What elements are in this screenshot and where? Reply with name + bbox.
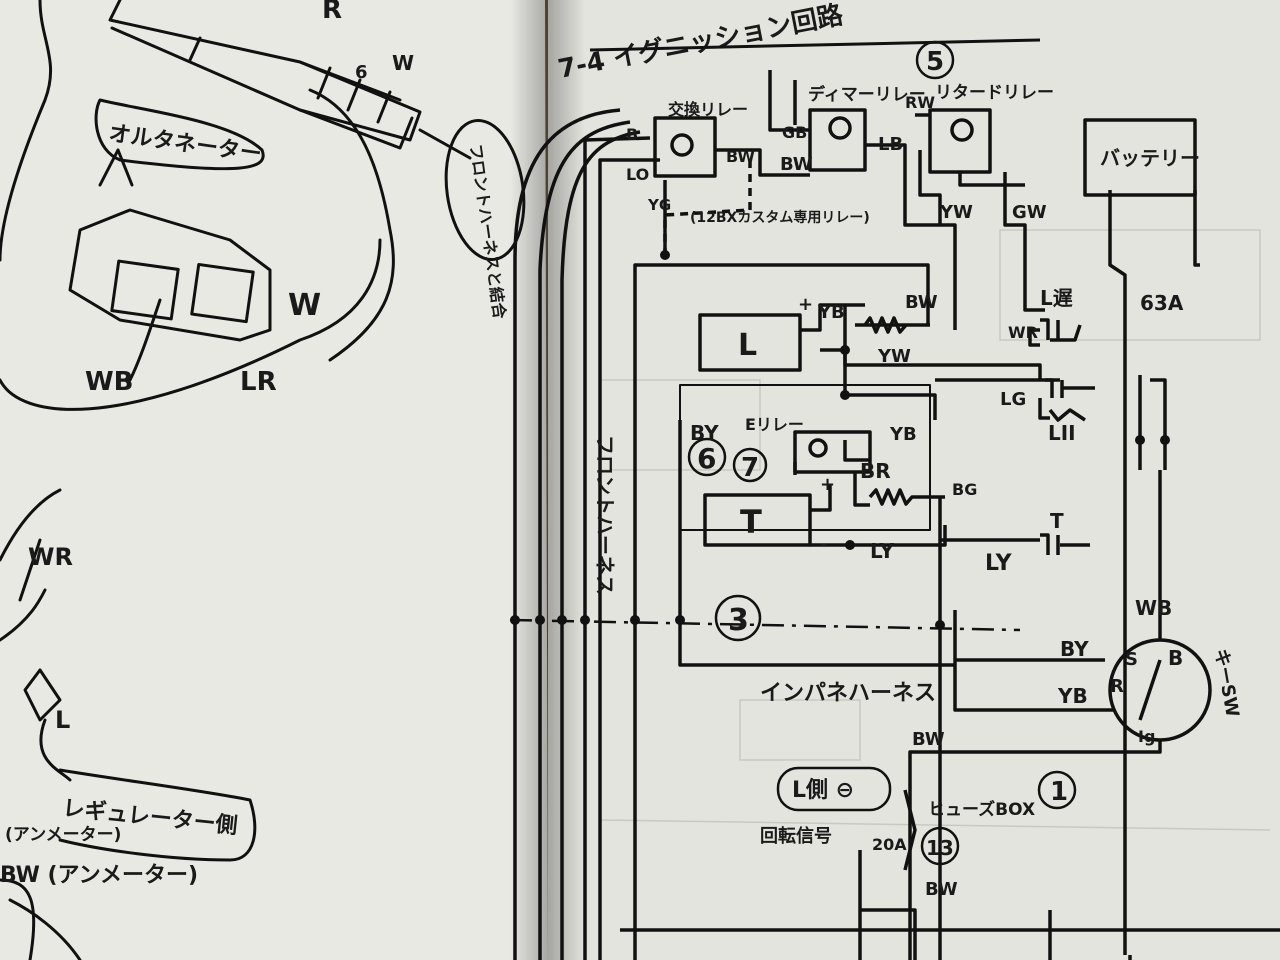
label-w-top: W xyxy=(392,51,414,75)
note-12bx: (12BXカスタム専用リレー) xyxy=(690,209,870,226)
inpanel-harness-label: インパネハーネス xyxy=(760,681,936,706)
retard-relay-label: リタードリレー xyxy=(935,83,1054,103)
e-relay-label: Eリレー xyxy=(745,415,804,434)
wire-wb: WB xyxy=(1135,596,1172,620)
label-wb-connector: WB xyxy=(85,367,134,397)
circle-three: 3 xyxy=(728,603,749,638)
wire-lg: LG xyxy=(1000,389,1026,410)
label-l: L xyxy=(55,706,70,734)
label-bw-ammeter: BW (アンメーター) xyxy=(0,863,198,888)
harness-dashdot-line xyxy=(509,618,1021,632)
gutter-shadow xyxy=(510,0,585,960)
key-terminal-ig: Ig xyxy=(1138,727,1155,746)
wire-bw4: BW xyxy=(912,729,945,750)
key-terminal-r: R xyxy=(1110,676,1124,697)
label-lr-connector: LR xyxy=(240,367,277,397)
lamp-l-label: L xyxy=(738,328,757,363)
circle-six: 6 xyxy=(697,442,716,475)
wire-br: BR xyxy=(860,459,891,483)
left-page xyxy=(0,0,548,960)
label-r-top: R xyxy=(322,0,342,25)
wire-wr: WR xyxy=(1008,323,1038,342)
label-wr: WR xyxy=(28,543,73,571)
wire-yg: YG xyxy=(647,196,671,214)
wire-bw3: BW xyxy=(905,292,938,313)
wire-ly1: LY xyxy=(870,539,895,563)
front-harness-label: フロントハーネス xyxy=(593,435,617,595)
wire-bw-relay: BW xyxy=(726,147,755,166)
lamp-t-minus: - xyxy=(820,534,827,555)
label-six: 6 xyxy=(355,62,368,83)
wire-codes: B LO YG BW BW GB LB RW YW GW YB BW YW WR… xyxy=(626,93,1183,900)
wire-bg: BG xyxy=(952,480,977,499)
label-ammeter-1: (アンメーター) xyxy=(5,825,121,845)
wire-by2: BY xyxy=(1060,637,1089,661)
note-rotation-signal: 回転信号 xyxy=(760,825,832,847)
wire-bw5: BW xyxy=(925,879,958,900)
wiring xyxy=(513,70,1280,960)
notes: (12BXカスタム専用リレー) L側 ⊖ 回転信号 ヒューズBOX 20A xyxy=(690,209,1035,854)
label-w-connector: W xyxy=(288,288,321,323)
wire-yw2: YW xyxy=(877,346,911,367)
l-ii-label: LII xyxy=(1048,421,1076,445)
l-delay-label: L遅 xyxy=(1040,286,1073,310)
right-page xyxy=(548,0,1280,960)
wire-gb: GB xyxy=(782,123,807,142)
wire-gw: GW xyxy=(1012,202,1047,223)
wire-b: B xyxy=(626,125,638,144)
lamp-t-label: T xyxy=(740,503,762,541)
battery-label: バッテリー xyxy=(1100,146,1200,170)
key-terminal-b: B xyxy=(1168,646,1183,670)
note-fuse-box: ヒューズBOX xyxy=(928,799,1035,820)
junction-dots xyxy=(510,250,1170,630)
wire-bw2: BW xyxy=(780,154,813,175)
circle-thirteen: 13 xyxy=(926,836,954,860)
harness-labels: フロントハーネス インパネハーネス xyxy=(593,435,936,706)
fuse-63a-label: 63A xyxy=(1140,291,1184,315)
wire-rw: RW xyxy=(905,93,935,112)
wire-yw1: YW xyxy=(939,202,973,223)
circle-markers xyxy=(687,40,1077,866)
note-20a: 20A xyxy=(872,835,907,854)
lamp-l-plus: + xyxy=(798,294,813,315)
wire-yb3: YB xyxy=(1057,684,1088,708)
circle-one: 1 xyxy=(1050,777,1068,807)
wire-lo: LO xyxy=(626,165,649,184)
circle-seven: 7 xyxy=(741,453,759,483)
exchange-relay-label: 交換リレー xyxy=(668,100,748,119)
wire-yb1: YB xyxy=(817,302,845,323)
circle-five: 5 xyxy=(926,47,944,77)
wire-yb2: YB xyxy=(889,424,917,445)
wire-by1: BY xyxy=(690,421,719,445)
wire-ly2: LY xyxy=(985,551,1013,576)
left-sketch xyxy=(0,0,526,960)
circle-numbers: 5 6 7 3 1 13 xyxy=(697,47,1068,860)
dimmer-relay-label: ディマーリレー xyxy=(808,84,926,105)
key-terminal-s: S xyxy=(1125,649,1138,670)
note-l-side: L側 ⊖ xyxy=(792,778,854,803)
wire-lb: LB xyxy=(878,134,903,155)
lamp-t-plus: + xyxy=(820,474,835,495)
t-lamp-label: T xyxy=(1050,509,1064,533)
